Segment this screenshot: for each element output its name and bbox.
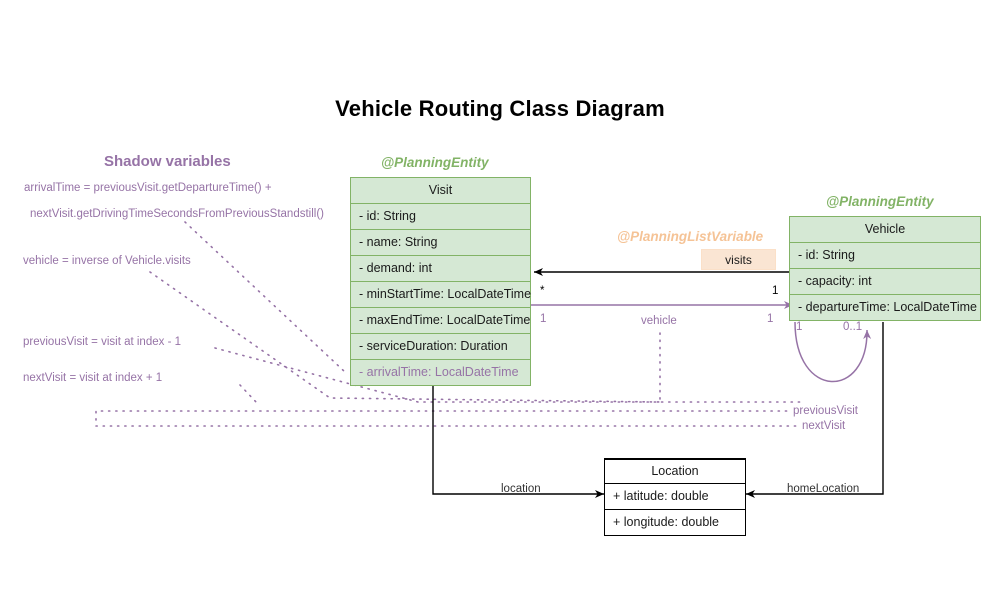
association-label-home-location: homeLocation [787,483,860,495]
multiplicity-visits-target: * [540,285,545,297]
class-box-vehicle[interactable]: Vehicle - id: String - capacity: int - d… [789,216,981,321]
attribute-vehicle-capacity: - capacity: int [790,268,980,294]
multiplicity-visits-source: 1 [772,285,779,297]
attribute-visit-serviceduration: - serviceDuration: Duration [351,333,530,359]
multiplicity-vehicle-target: 1 [767,313,774,325]
attribute-visit-maxendtime: - maxEndTime: LocalDateTime [351,307,530,333]
shadow-note-arrivaltime-line1: arrivalTime = previousVisit.getDeparture… [24,182,272,194]
association-label-visits[interactable]: visits [701,249,776,270]
attribute-visit-name: - name: String [351,229,530,255]
attribute-visit-id: - id: String [351,203,530,229]
attribute-visit-minstarttime: - minStartTime: LocalDateTime [351,281,531,307]
shadow-note-previous-visit: previousVisit = visit at index - 1 [23,336,181,348]
page-title: Vehicle Routing Class Diagram [335,96,665,121]
shadow-note-next-visit: nextVisit = visit at index + 1 [23,372,163,384]
shadow-variables-heading: Shadow variables [104,153,231,170]
class-name-visit: Visit [428,183,453,198]
association-label-next-visit: nextVisit [802,420,846,432]
connector-arrivaltime-shadow [184,221,346,373]
class-name-location: Location [605,459,745,483]
shadow-note-vehicle: vehicle = inverse of Vehicle.visits [23,255,191,267]
shadow-note-arrivaltime-line2: nextVisit.getDrivingTimeSecondsFromPrevi… [30,208,324,220]
stereotype-planning-list-variable: @PlanningListVariable [617,229,764,244]
class-box-visit[interactable]: Visit - id: String - name: String - dema… [350,177,531,386]
attribute-location-longitude: + longitude: double [605,509,745,535]
class-name-vehicle: Vehicle [864,222,906,237]
association-label-vehicle: vehicle [641,315,677,327]
multiplicity-chain-loop-left: 1 [796,321,803,333]
multiplicity-vehicle-source: 1 [540,313,547,325]
stereotype-vehicle-planning-entity: @PlanningEntity [826,194,934,209]
class-box-location[interactable]: Location + latitude: double + longitude:… [604,458,746,536]
attribute-visit-arrivaltime: - arrivalTime: LocalDateTime [351,359,530,385]
connector-location [432,386,604,498]
stereotype-visit-planning-entity: @PlanningEntity [381,155,489,170]
attribute-vehicle-id: - id: String [790,242,980,268]
connector-previous-visit [95,410,791,421]
attribute-location-latitude: + latitude: double [605,483,745,509]
attribute-vehicle-departuretime: - departureTime: LocalDateTime [790,294,980,320]
attribute-visit-demand: - demand: int [351,255,530,281]
multiplicity-chain-loop-right: 0..1 [843,321,863,333]
association-label-previous-visit: previousVisit [793,405,858,417]
association-label-location: location [501,483,541,495]
